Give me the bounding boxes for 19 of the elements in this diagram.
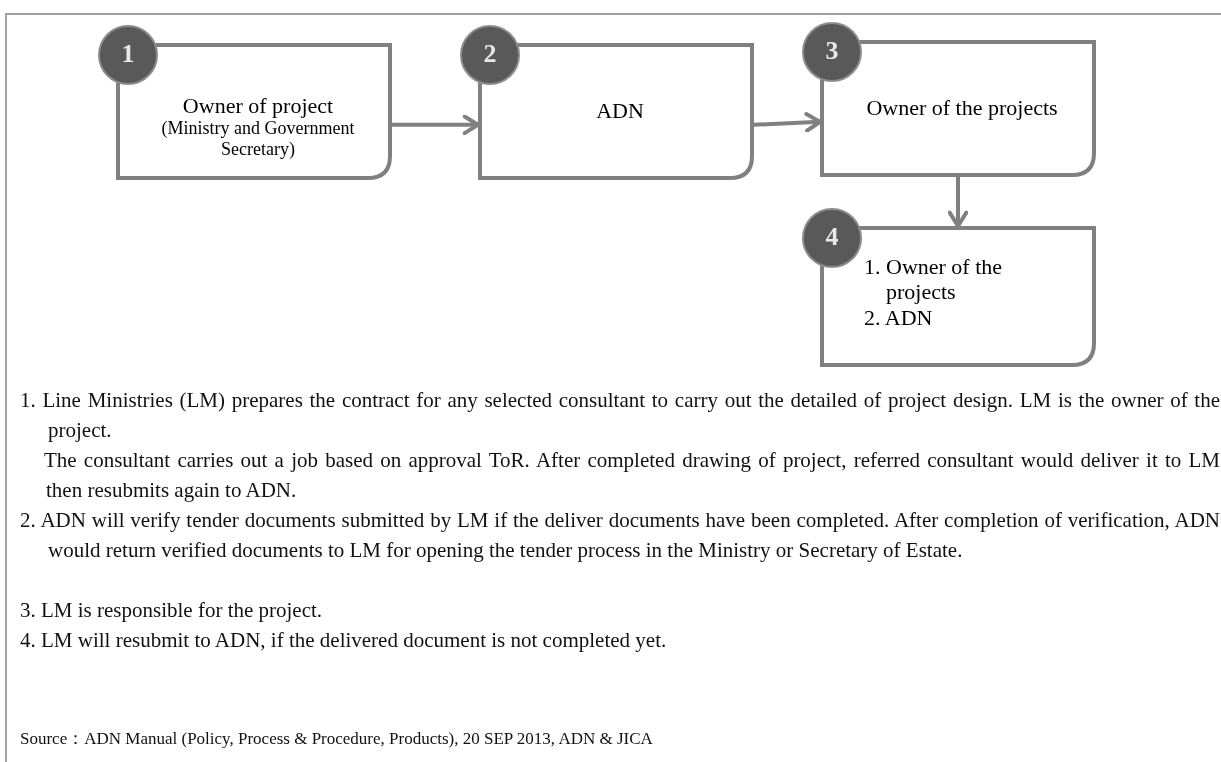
note-text: 2. ADN will verify tender documents submitted by LM if the deliver documents have been completed. After completion of verification, ADN would return verified documents to LM for opening the tender process in the Ministry or Secretary of Estate. xyxy=(20,507,1220,564)
step-number-badge: 2 xyxy=(460,25,520,85)
box-text: Owner of project xyxy=(181,93,335,119)
note-text: 3. LM is responsible for the project. xyxy=(20,597,324,624)
arrow xyxy=(947,177,969,228)
note-text: 1. Line Ministries (LM) prepares the contract for any selected consultant to carry out the detailed of project design. LM is the owner of the project. xyxy=(20,387,1220,444)
box-text: 1. Owner of the projects xyxy=(864,254,1004,305)
note-text: 4. LM will resubmit to ADN, if the delivered document is not completed yet. xyxy=(20,627,668,654)
source-note: Source：ADN Manual (Policy, Process & Procedure, Products), 20 SEP 2013, ADN & JICA xyxy=(20,728,654,750)
step-number-badge: 1 xyxy=(98,25,158,85)
step-number-badge: 3 xyxy=(802,22,862,82)
box-text: Owner of the projects xyxy=(865,94,1059,120)
note-text: The consultant carries out a job based on approval ToR. After completed drawing of project, referred consultant would deliver it to LM then resubmits again to ADN. xyxy=(46,447,1220,504)
box-text: (Ministry and Government Secretary) xyxy=(160,118,356,160)
step-number-badge: 4 xyxy=(802,208,862,268)
arrow xyxy=(392,114,480,136)
box-text: 2. ADN xyxy=(864,304,934,330)
arrow xyxy=(753,112,822,133)
box-text: ADN xyxy=(595,97,645,123)
